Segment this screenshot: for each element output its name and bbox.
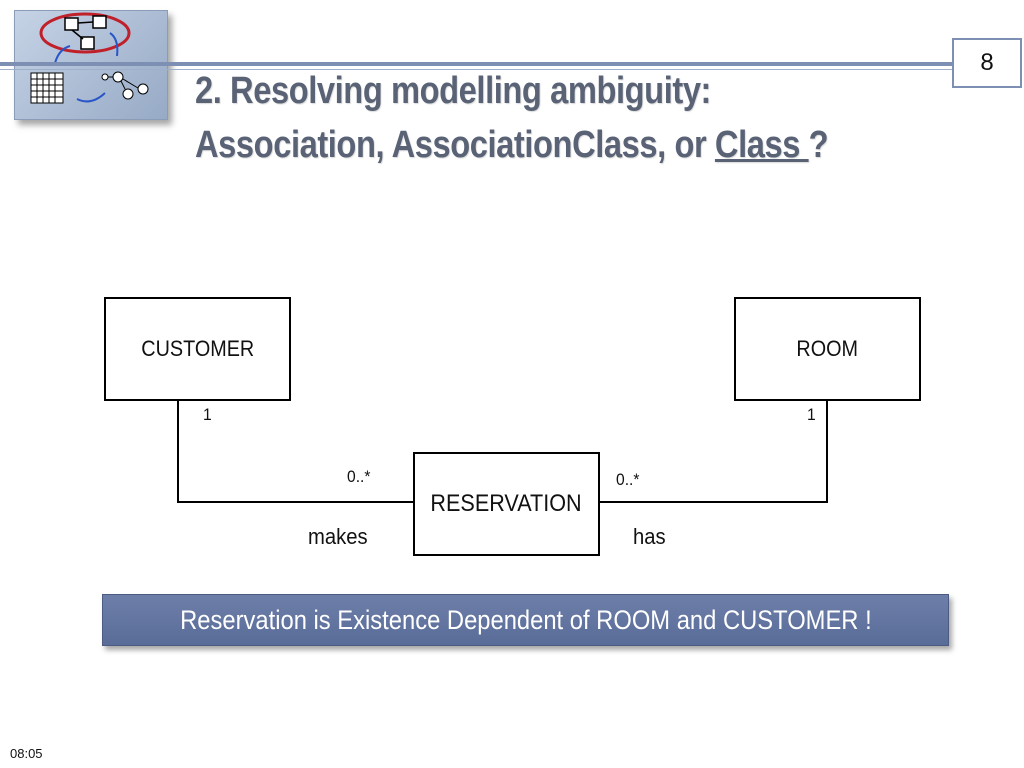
title-line-2-prefix: Association, AssociationClass, or: [195, 124, 715, 166]
reservation-class-name: RESERVATION: [430, 490, 583, 517]
existence-dependency-banner: Reservation is Existence Dependent of RO…: [102, 594, 949, 646]
room-class-box[interactable]: ROOM: [734, 297, 921, 401]
room-class-name: ROOM: [796, 336, 859, 361]
customer-class-name: CUSTOMER: [141, 336, 254, 361]
customer-class-box[interactable]: CUSTOMER: [104, 297, 291, 401]
slide-time: 08:05: [10, 746, 43, 761]
reservation-class-box[interactable]: RESERVATION: [413, 452, 600, 556]
title-line-2-suffix: ?: [808, 124, 829, 166]
customer-reservation-association: [177, 400, 414, 503]
logo-highlight-ring: [39, 12, 131, 54]
customer-multiplicity: 1: [203, 405, 212, 424]
title-line-1: 2. Resolving modelling ambiguity:: [195, 70, 712, 112]
header-rule-thin: [0, 69, 952, 70]
banner-text: Reservation is Existence Dependent of RO…: [179, 604, 872, 635]
title-underlined-word: Class: [714, 124, 809, 166]
reservation-customer-multiplicity: 0..*: [347, 467, 371, 486]
title-line-2: Association, AssociationClass, or Class …: [195, 118, 849, 172]
reservation-room-multiplicity: 0..*: [616, 470, 640, 489]
slide-title: 2. Resolving modelling ambiguity: Associ…: [195, 64, 849, 172]
page-number-box: 8: [952, 38, 1022, 88]
makes-association-label: makes: [308, 524, 368, 549]
page-number: 8: [980, 49, 994, 76]
header-rule: [0, 62, 952, 66]
has-association-label: has: [633, 524, 666, 549]
room-multiplicity: 1: [807, 405, 816, 424]
reservation-room-association: [599, 400, 828, 503]
